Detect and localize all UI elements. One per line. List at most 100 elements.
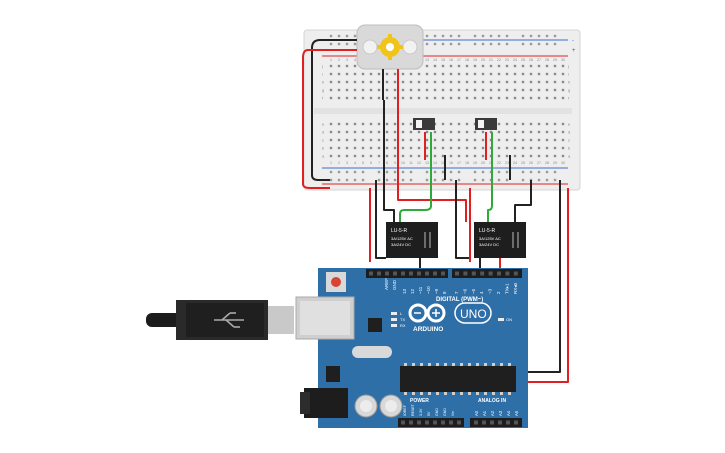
- row-letter: f: [568, 96, 570, 101]
- header-hole[interactable]: [463, 271, 468, 276]
- rail-hole: [425, 178, 429, 182]
- header-hole[interactable]: [441, 420, 445, 425]
- led-on: [498, 318, 504, 321]
- header-hole[interactable]: [401, 420, 405, 425]
- uno-text: UNO: [460, 307, 487, 321]
- breadboard-hole: [401, 88, 405, 92]
- header-hole[interactable]: [457, 420, 461, 425]
- breadboard-hole: [457, 122, 461, 126]
- header-hole[interactable]: [369, 271, 373, 276]
- chip-pin: [460, 392, 463, 395]
- header-hole[interactable]: [385, 271, 389, 276]
- breadboard-hole: [369, 72, 373, 76]
- chip-pin: [420, 363, 423, 366]
- header-hole[interactable]: [480, 271, 485, 276]
- rail-hole: [473, 170, 477, 174]
- header-hole[interactable]: [482, 420, 486, 425]
- rail-plus-label: +: [572, 48, 576, 54]
- rail-hole: [497, 34, 501, 38]
- breadboard-hole: [345, 88, 349, 92]
- breadboard-hole: [337, 146, 341, 150]
- rail-hole: [425, 42, 429, 46]
- breadboard-hole: [545, 88, 549, 92]
- column-number: 27: [537, 161, 541, 165]
- breadboard-hole: [457, 138, 461, 142]
- header-hole[interactable]: [393, 271, 397, 276]
- header-hole[interactable]: [506, 420, 510, 425]
- chip-pin: [444, 363, 447, 366]
- rail-hole: [449, 34, 453, 38]
- header-hole[interactable]: [433, 420, 437, 425]
- header-hole[interactable]: [433, 271, 437, 276]
- header-hole[interactable]: [498, 420, 502, 425]
- column-number: 20: [481, 161, 485, 165]
- breadboard-hole: [401, 154, 405, 158]
- breadboard-hole: [497, 122, 501, 126]
- breadboard-hole: [505, 80, 509, 84]
- led-l: [391, 312, 397, 315]
- row-letter: g: [568, 88, 570, 93]
- chip-pin: [484, 392, 487, 395]
- relay-2-rating-ac: 3A/125V AC: [479, 236, 501, 241]
- slide-switch-1[interactable]: [413, 118, 435, 130]
- relay-2[interactable]: LU-5-R 3A/125V AC 3A/24V DC: [474, 222, 526, 258]
- column-number: 2: [338, 161, 340, 165]
- breadboard-hole: [385, 146, 389, 150]
- usb-chip: [368, 318, 382, 332]
- breadboard-hole: [401, 96, 405, 100]
- breadboard-hole: [433, 80, 437, 84]
- breadboard-hole: [553, 146, 557, 150]
- column-number: 16: [449, 58, 453, 62]
- rail-hole: [337, 42, 341, 46]
- header-hole[interactable]: [471, 271, 476, 276]
- header-hole[interactable]: [377, 271, 381, 276]
- slide-switch-2[interactable]: [475, 118, 497, 130]
- chip-pin: [468, 363, 471, 366]
- header-hole[interactable]: [497, 271, 501, 276]
- breadboard-hole: [409, 146, 413, 150]
- header-hole[interactable]: [449, 420, 453, 425]
- header-hole[interactable]: [409, 420, 413, 425]
- rail-minus-label: -: [572, 38, 574, 44]
- header-hole[interactable]: [514, 420, 518, 425]
- dc-motor[interactable]: [356, 24, 424, 82]
- header-hole[interactable]: [455, 271, 459, 276]
- header-hole[interactable]: [401, 271, 405, 276]
- header-hole[interactable]: [513, 271, 518, 276]
- breadboard-hole: [361, 72, 365, 76]
- wire-black-relay1-gnd: [375, 180, 386, 259]
- breadboard-hole: [329, 146, 333, 150]
- breadboard-hole: [425, 80, 429, 84]
- breadboard-hole: [441, 96, 445, 100]
- breadboard-hole: [513, 88, 517, 92]
- header-hole[interactable]: [425, 420, 429, 425]
- header-hole[interactable]: [490, 420, 494, 425]
- usb-cable[interactable]: [146, 300, 294, 340]
- breadboard-hole: [337, 154, 341, 158]
- rail-hole: [345, 34, 349, 38]
- breadboard-hole: [513, 64, 517, 68]
- row-letter: i: [568, 72, 569, 77]
- breadboard-hole: [361, 138, 365, 142]
- header-hole[interactable]: [441, 271, 445, 276]
- breadboard-hole: [457, 88, 461, 92]
- rail-hole: [489, 34, 493, 38]
- header-hole[interactable]: [417, 271, 421, 276]
- rail-hole: [441, 170, 445, 174]
- breadboard-hole: [393, 72, 397, 76]
- header-hole[interactable]: [474, 420, 478, 425]
- relay-1[interactable]: LU-5-R 3A/125V AC 3A/24V DC: [386, 222, 438, 258]
- breadboard-hole: [513, 138, 517, 142]
- header-hole[interactable]: [409, 271, 413, 276]
- header-hole[interactable]: [488, 271, 493, 276]
- breadboard-hole: [561, 130, 565, 134]
- breadboard-hole: [553, 138, 557, 142]
- header-hole[interactable]: [425, 271, 429, 276]
- header-hole[interactable]: [417, 420, 421, 425]
- header-hole[interactable]: [505, 271, 510, 276]
- rail-hole: [353, 34, 357, 38]
- breadboard-hole: [553, 154, 557, 158]
- breadboard-hole: [433, 130, 437, 134]
